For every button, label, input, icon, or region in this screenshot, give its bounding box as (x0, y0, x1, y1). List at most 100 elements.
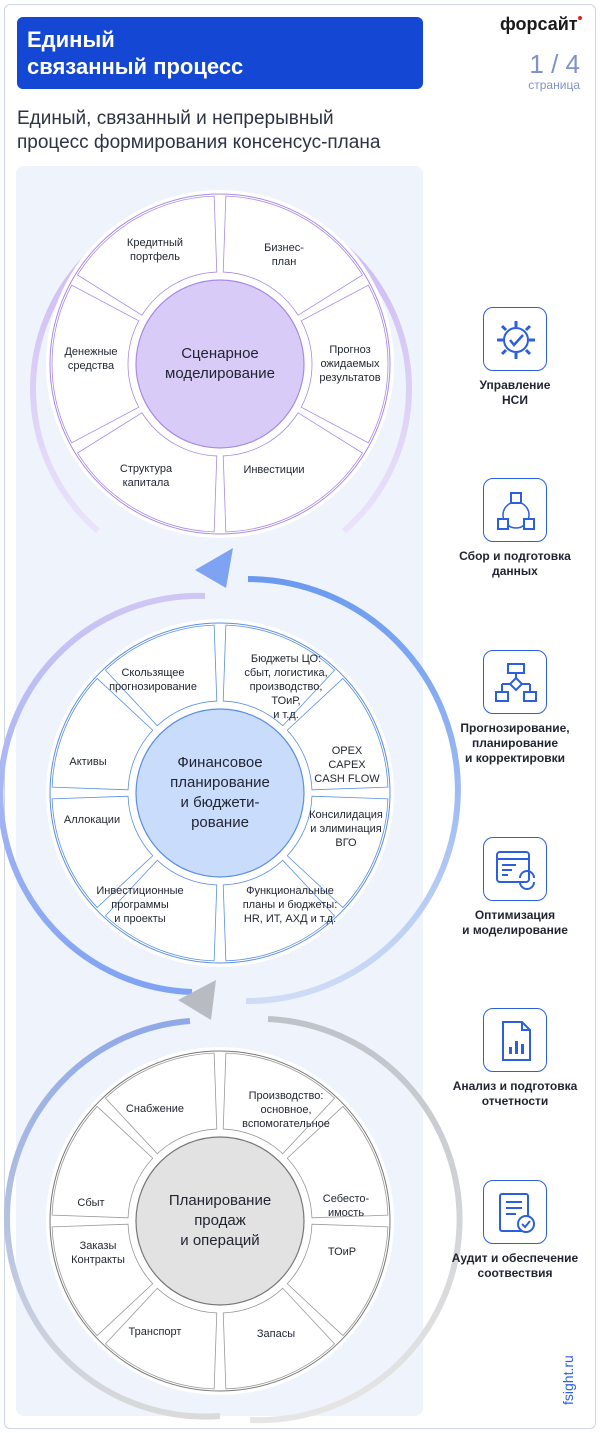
segment-label-line: Инвестиционные (96, 885, 184, 897)
segment-label-line: план (271, 256, 297, 268)
segment-label-line: результатов (319, 372, 381, 384)
segment-label-line: планы и бюджеты: (242, 899, 338, 911)
wheel-3-center-circle (135, 1136, 305, 1306)
segment-label-line: Скользящее (121, 667, 185, 679)
wheel-1-segment (222, 195, 364, 316)
segment-label-line: основное, (260, 1104, 312, 1116)
wheel-3 (46, 1047, 394, 1395)
feature-icon-box-6 (483, 1180, 547, 1244)
wheel-3-segment (104, 1052, 218, 1155)
wheel-3-segment (222, 1287, 336, 1390)
wheel-3-segment-label: Снабжение (95, 1102, 215, 1116)
wheel-2 (46, 619, 394, 967)
segment-label-line: Бизнес- (264, 242, 304, 254)
brand-logo: форсайт (500, 14, 578, 34)
feature-label-line: и корректировки (465, 751, 565, 765)
segment-label-line: Функциональные (246, 885, 334, 897)
feature-label-line: планирование (471, 736, 559, 750)
segment-label-line: CAPEX (328, 759, 366, 771)
feature-label-line: и моделирование (462, 923, 568, 937)
wheel-3-segment-label: Сбыт (31, 1196, 151, 1210)
feature-label-line: Анализ и подготовка (452, 1079, 578, 1093)
wheel-3-outline (49, 1050, 391, 1392)
center-label-line: и бюджети- (180, 794, 260, 811)
wheel-1-segment (51, 284, 140, 444)
wheel-1-segment (76, 195, 218, 316)
subtitle-line-1: Единый, связанный и непрерывный (17, 108, 334, 129)
center-label-line: и операций (180, 1232, 260, 1249)
segment-label-line: Денежные (64, 346, 118, 358)
wheel-1-outline (49, 193, 391, 535)
segment-label-line: Снабжение (125, 1103, 185, 1115)
wheel-1-segment-label: Бизнес-план (224, 241, 344, 269)
feature-label-line: отчетности (481, 1094, 549, 1108)
feature-label-line: Аудит и обеспечение (451, 1251, 579, 1265)
feature-icon-box-3 (483, 650, 547, 714)
page-number: 1 / 4 (529, 49, 580, 79)
center-label-line: Планирование (168, 1192, 272, 1209)
wheel-1-segment (300, 284, 389, 444)
feature-label-line: НСИ (502, 393, 528, 407)
center-label-line: планирование (170, 774, 270, 791)
gray-arrowhead (178, 980, 216, 1020)
page-frame (4, 4, 596, 1429)
wheel-1-segment-label: Денежные средства (31, 345, 151, 373)
wheel-2-segment-label: Скользящее прогнозирование (93, 666, 213, 694)
window-sync-icon (496, 851, 535, 890)
wheel-3-segment-label: Производство:основное,вспомогательное (226, 1089, 346, 1131)
wheel-1 (46, 190, 394, 538)
wheel-2-segment-label: Аллокации (32, 813, 152, 827)
wheel-2-segment (51, 795, 154, 909)
report-chart-icon (502, 1021, 531, 1061)
segment-label-line: Консилидация (309, 809, 383, 821)
wheel-1-segment (222, 412, 364, 533)
segment-label-line: Контракты (71, 1254, 125, 1266)
segment-label-line: средства (67, 360, 115, 372)
logo-dot (578, 16, 582, 20)
wheel-2-segment (222, 624, 336, 727)
segment-label-line: Себесто- (322, 1193, 370, 1205)
segment-label-line: программы (111, 899, 169, 911)
segment-label-line: производство, (249, 681, 323, 693)
wheel-3-segment (222, 1052, 336, 1155)
blue-arrowhead (195, 548, 233, 588)
center-label-line: моделирование (165, 365, 275, 382)
feature-label-line: соотвествия (477, 1266, 553, 1280)
feature-label-line: данных (492, 564, 538, 578)
middle-ring-left-arc (0, 592, 206, 995)
segment-label-line: CASH FLOW (314, 773, 380, 785)
segment-label-line: ТОиР, (271, 695, 301, 707)
wheel-3-segment (104, 1287, 218, 1390)
segment-label-line: имость (327, 1207, 365, 1219)
feature-icon-box-5 (483, 1008, 547, 1072)
segment-label-line: Транспорт (128, 1326, 182, 1338)
wheel-2-segment-label: Активы (28, 755, 148, 769)
wheel-2-segment (222, 859, 336, 962)
page-label: страница (528, 78, 580, 92)
wheel-3-segment (51, 1223, 154, 1337)
feature-label-line: Прогнозирование, (460, 721, 570, 735)
subtitle-line-2: процесс формирования консенсус-плана (17, 132, 381, 153)
segment-label-line: сбыт, логистика, (244, 667, 328, 679)
segment-label-line: ТОиР (327, 1246, 357, 1258)
title-line-2: связанный процесс (27, 54, 244, 79)
segment-label-line: HR, ИТ, АХД и т.д. (243, 913, 337, 925)
wheel-2-segment (104, 859, 218, 962)
segment-label-line: Аллокации (63, 814, 121, 826)
segment-label-line: и т.д. (273, 709, 299, 721)
segment-label-line: прогнозирование (109, 681, 197, 693)
title-banner (17, 17, 423, 89)
cubes-network-icon (497, 492, 535, 530)
gear-check-icon (497, 321, 535, 359)
segment-label-line: Запасы (256, 1328, 296, 1340)
site-url[interactable]: fsight.ru (560, 1355, 576, 1405)
wheel-2-segment (104, 624, 218, 727)
